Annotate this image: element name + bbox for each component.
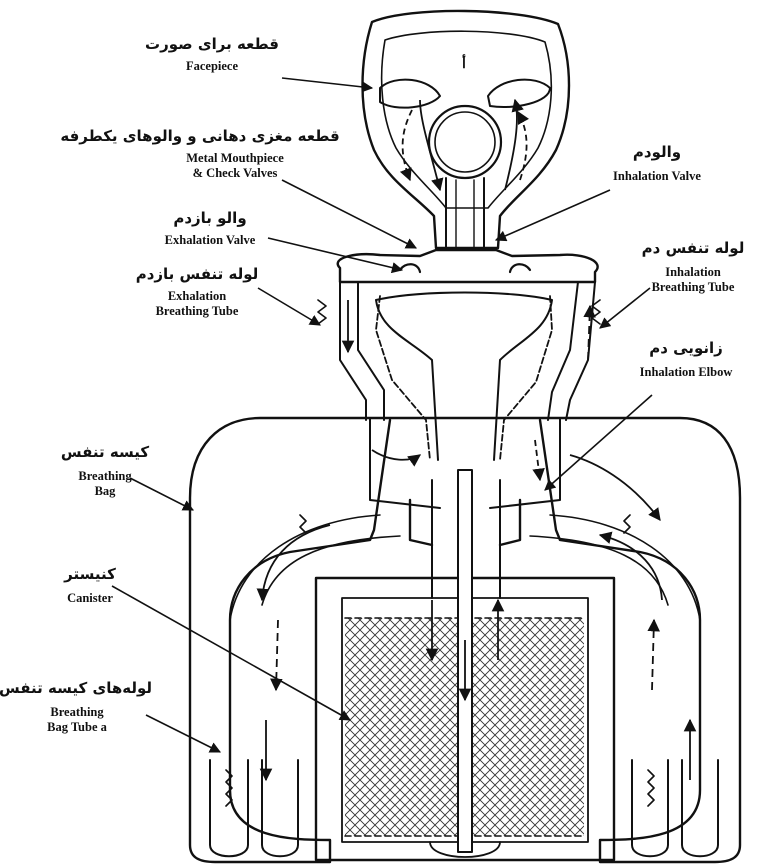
- label-inhalation-tube-en2: Breathing Tube: [628, 280, 758, 294]
- leader-inhalation-tube: [600, 288, 650, 328]
- label-mouthpiece-en1: Metal Mouthpiece: [20, 151, 380, 165]
- bag-tube-left: [210, 760, 298, 856]
- label-inhalation-elbow-fa: زانویی دم: [616, 340, 756, 357]
- label-exhalation-tube: لوله تنفس بازدم Exhalation Breathing Tub…: [132, 266, 262, 318]
- facepiece-shape: [363, 11, 570, 248]
- label-exhalation-valve-fa: والو بازدم: [140, 210, 280, 227]
- label-inhalation-tube-fa: لوله تنفس دم: [628, 240, 758, 257]
- exhalation-valve-flap: [400, 264, 420, 272]
- label-inhalation-valve: والودم Inhalation Valve: [592, 144, 722, 184]
- bag-tube-right: [632, 760, 718, 856]
- left-eye-lens: [380, 80, 440, 108]
- leader-exhalation-tube: [258, 288, 320, 325]
- label-bag-tube: لوله‌های کیسه تنفس Breathing Bag Tube a: [2, 680, 152, 734]
- valve-housing: [338, 250, 598, 282]
- label-exhalation-valve-en: Exhalation Valve: [140, 233, 280, 247]
- label-mouthpiece: قطعه مغزی دهانی و والوهای یکطرفه Metal M…: [20, 128, 380, 180]
- mouthpiece-ring: [429, 106, 501, 178]
- label-canister-fa: کنیستر: [40, 566, 140, 583]
- label-mouthpiece-en2: & Check Valves: [20, 166, 380, 180]
- leader-facepiece: [282, 78, 372, 88]
- leader-bag-tube: [146, 715, 220, 752]
- label-exhalation-valve: والو بازدم Exhalation Valve: [140, 210, 280, 248]
- label-exhalation-tube-en2: Breathing Tube: [132, 304, 262, 318]
- label-bag-tube-en2: Bag Tube a: [2, 720, 152, 734]
- right-eye-lens: [488, 80, 550, 107]
- label-breathing-bag: کیسه تنفس Breathing Bag: [50, 444, 160, 498]
- label-facepiece-en: Facepiece: [142, 59, 282, 73]
- label-inhalation-elbow: زانویی دم Inhalation Elbow: [616, 340, 756, 380]
- label-exhalation-tube-fa: لوله تنفس بازدم: [132, 266, 262, 283]
- leader-mouthpiece: [282, 180, 416, 248]
- label-bag-tube-en1: Breathing: [2, 705, 152, 719]
- label-inhalation-elbow-en: Inhalation Elbow: [616, 365, 756, 379]
- label-breathing-bag-en1: Breathing: [50, 469, 160, 483]
- label-exhalation-tube-en1: Exhalation: [132, 289, 262, 303]
- label-mouthpiece-fa: قطعه مغزی دهانی و والوهای یکطرفه: [20, 128, 380, 145]
- inhalation-breathing-tube: [548, 282, 595, 420]
- label-inhalation-tube-en1: Inhalation: [628, 265, 758, 279]
- inhalation-valve-flap: [510, 264, 530, 272]
- label-breathing-bag-en2: Bag: [50, 484, 160, 498]
- label-canister: کنیستر Canister: [40, 566, 140, 606]
- label-facepiece-fa: قطعه برای صورت: [142, 36, 282, 53]
- center-funnel: [376, 293, 552, 461]
- label-facepiece: قطعه برای صورت Facepiece: [142, 36, 282, 74]
- label-bag-tube-fa: لوله‌های کیسه تنفس: [2, 680, 152, 697]
- label-inhalation-tube: لوله تنفس دم Inhalation Breathing Tube: [628, 240, 758, 294]
- leader-inhalation-elbow: [545, 395, 652, 490]
- leader-inhalation-valve: [496, 190, 610, 240]
- face-annotation-mark: أ: [454, 56, 474, 72]
- label-inhalation-valve-fa: والودم: [592, 144, 722, 161]
- label-inhalation-valve-en: Inhalation Valve: [592, 169, 722, 183]
- label-breathing-bag-fa: کیسه تنفس: [50, 444, 160, 461]
- label-canister-en: Canister: [40, 591, 140, 605]
